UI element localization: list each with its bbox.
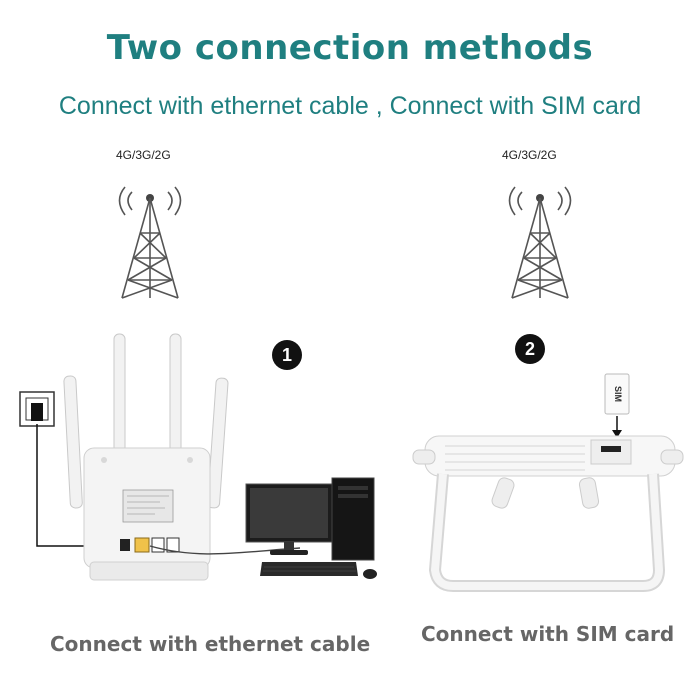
power-outlet-icon (19, 391, 55, 427)
mouse-icon (363, 569, 377, 579)
page-subtitle: Connect with ethernet cable , Connect wi… (58, 92, 642, 120)
step-badge-1: 1 (272, 340, 302, 370)
left-network-label: 4G/3G/2G (116, 148, 171, 162)
sim-setup-illustration: SIM (412, 373, 684, 592)
right-cell-tower-icon (508, 186, 572, 299)
left-cell-tower-icon (118, 186, 182, 299)
caption-ethernet: Connect with ethernet cable (50, 632, 371, 656)
keyboard-icon (260, 562, 358, 576)
sim-card-label: SIM (613, 386, 623, 402)
computer-tower-icon (331, 477, 375, 561)
arrow-down-icon (612, 416, 622, 438)
router-top-body (412, 435, 684, 592)
right-network-label: 4G/3G/2G (502, 148, 557, 162)
ethernet-setup-illustration (19, 333, 377, 581)
step-badge-2: 2 (515, 334, 545, 364)
sim-card-icon: SIM (604, 373, 630, 415)
router-antennas (63, 333, 229, 509)
monitor-icon (245, 483, 333, 555)
sim-slot (601, 446, 621, 452)
caption-sim: Connect with SIM card (421, 622, 675, 646)
page-title: Two connection methods (106, 28, 594, 68)
router-body (83, 447, 211, 581)
